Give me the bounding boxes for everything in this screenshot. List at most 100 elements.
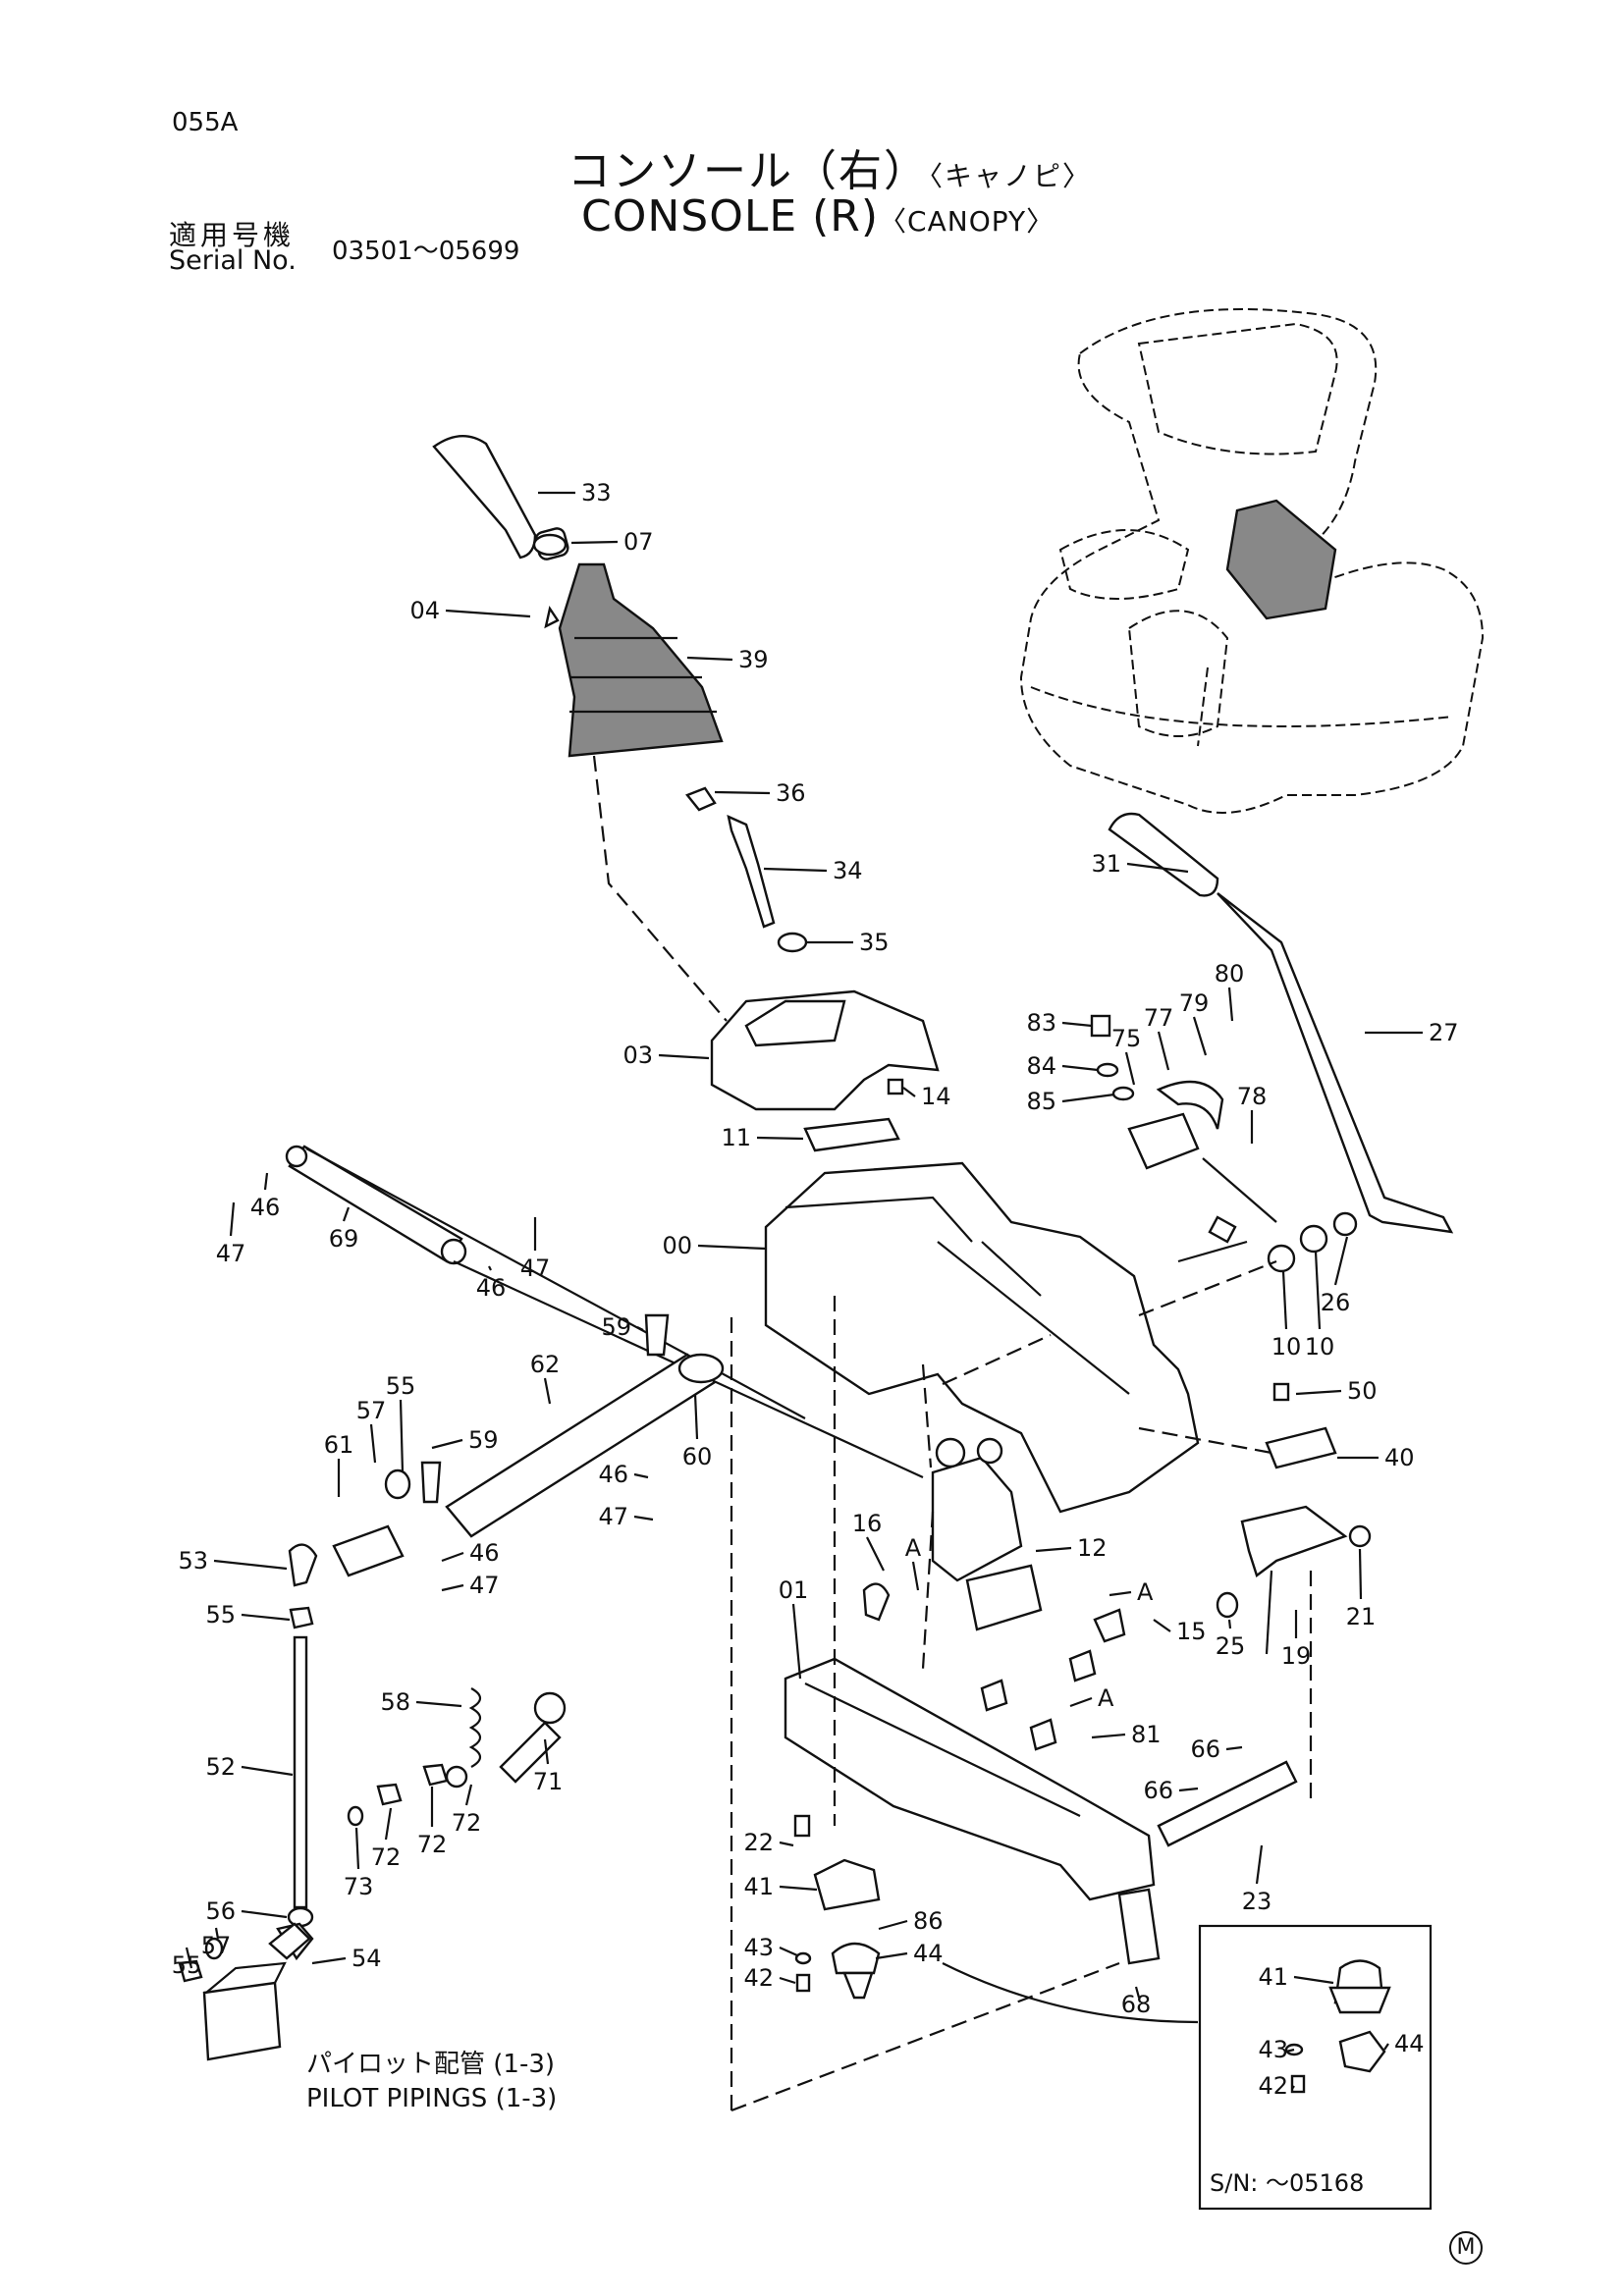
callout-11: 11 (721, 1124, 751, 1151)
callout-12: 12 (1077, 1534, 1108, 1562)
callout-77: 77 (1144, 1004, 1174, 1032)
bracket-19 (1216, 1382, 1372, 1619)
leader-55 (185, 1947, 193, 1969)
title-japanese: コンソール（右）〈キャノピ〉 (568, 135, 1092, 198)
bracket-assembly (1090, 1014, 1277, 1244)
leader-81 (1091, 1733, 1126, 1739)
serial-label-en: Serial No. (169, 245, 297, 276)
leader-03 (658, 1053, 710, 1060)
callout-47: 47 (520, 1255, 551, 1282)
rod-52 (276, 1606, 314, 1961)
leader-80 (1227, 987, 1234, 1022)
title-en-sub: 〈CANOPY〉 (879, 205, 1055, 238)
pilot-piping-note-en: PILOT PIPINGS (1-3) (306, 2084, 558, 2113)
leader-56 (241, 1909, 288, 1919)
callout-57: 57 (356, 1397, 387, 1424)
leader-31 (1126, 862, 1189, 874)
callout-19: 19 (1281, 1642, 1312, 1670)
leader-46 (441, 1551, 464, 1563)
inset-label: S/N: ～05168 (1210, 2169, 1364, 2197)
leader-26 (1333, 1236, 1349, 1286)
arm-61 (288, 1468, 411, 1587)
callout-69: 69 (329, 1225, 359, 1253)
lever-stem (685, 786, 808, 953)
callout-A: A (905, 1534, 922, 1562)
leader-46 (633, 1472, 649, 1479)
callout-78: 78 (1237, 1083, 1268, 1110)
leader-07 (570, 540, 619, 545)
callout-73: 73 (344, 1873, 374, 1900)
callout-75: 75 (1111, 1025, 1142, 1052)
callout-72: 72 (371, 1843, 402, 1871)
callout-57: 57 (201, 1932, 232, 1959)
leader-42 (779, 1976, 796, 1985)
callout-56: 56 (205, 1897, 236, 1925)
leader-47 (441, 1583, 464, 1592)
callout-22: 22 (743, 1829, 774, 1856)
leader-52 (241, 1765, 294, 1777)
leader-84 (1061, 1064, 1099, 1072)
callout-36: 36 (776, 779, 806, 807)
leader-04 (445, 609, 531, 618)
inset-box: S/N: ～05168 (1198, 1924, 1433, 2211)
leader-43 (1285, 2048, 1295, 2054)
cover-03 (710, 989, 940, 1111)
callout-84: 84 (1026, 1052, 1056, 1080)
leader-16 (866, 1536, 885, 1572)
rod-62 (420, 1313, 725, 1538)
callout-44: 44 (913, 1940, 944, 1967)
callout-39: 39 (738, 646, 769, 673)
callout-41: 41 (743, 1873, 774, 1900)
callout-66: 66 (1143, 1777, 1173, 1804)
callout-71: 71 (533, 1768, 564, 1795)
callout-52: 52 (205, 1753, 236, 1781)
callout-85: 85 (1026, 1088, 1056, 1115)
boot-39 (544, 562, 724, 758)
leader-34 (763, 867, 828, 873)
leader-43 (779, 1946, 798, 1957)
callout-42: 42 (743, 1964, 774, 1992)
leader-77 (1157, 1031, 1170, 1071)
callout-46: 46 (250, 1194, 281, 1221)
callout-53: 53 (178, 1547, 208, 1575)
cab-seat-sketch (1019, 308, 1485, 814)
callout-04: 04 (409, 597, 440, 624)
callout-72: 72 (452, 1809, 482, 1837)
leader-85 (1061, 1093, 1115, 1103)
leader-73 (354, 1827, 360, 1870)
leader-68 (1134, 1986, 1141, 1999)
callout-25: 25 (1216, 1632, 1246, 1660)
callout-46: 46 (469, 1539, 500, 1567)
callout-61: 61 (324, 1431, 354, 1459)
leader-75 (1124, 1051, 1136, 1086)
callout-10: 10 (1305, 1333, 1335, 1361)
leader-21 (1358, 1548, 1363, 1600)
leader-10 (1281, 1270, 1288, 1330)
leader-60 (693, 1393, 699, 1440)
callout-59: 59 (468, 1426, 499, 1454)
lever-31-27 (1108, 812, 1454, 1234)
leader-58 (415, 1700, 462, 1708)
leader-71 (543, 1738, 550, 1765)
callout-43: 43 (743, 1934, 774, 1961)
callout-81: 81 (1131, 1721, 1162, 1748)
callout-47: 47 (598, 1503, 628, 1530)
callout-80: 80 (1215, 960, 1245, 988)
title-jp-main: コンソール（右） (568, 146, 929, 196)
leader-00 (697, 1244, 767, 1251)
mounts (793, 1814, 881, 2000)
leader-79 (1192, 1016, 1208, 1056)
callout-21: 21 (1346, 1603, 1377, 1630)
callout-59: 59 (601, 1313, 631, 1341)
callout-54: 54 (352, 1945, 382, 1972)
leader-53 (213, 1559, 288, 1571)
pilot-piping-note-jp: パイロット配管 (1-3) (306, 2050, 556, 2079)
leader-44 (1383, 2043, 1389, 2051)
leader-72 (464, 1784, 473, 1806)
callout-68: 68 (1121, 1991, 1152, 2018)
callout-55: 55 (205, 1601, 236, 1629)
callout-16: 16 (852, 1510, 883, 1537)
leader-41 (779, 1885, 818, 1892)
callout-60: 60 (682, 1443, 713, 1470)
